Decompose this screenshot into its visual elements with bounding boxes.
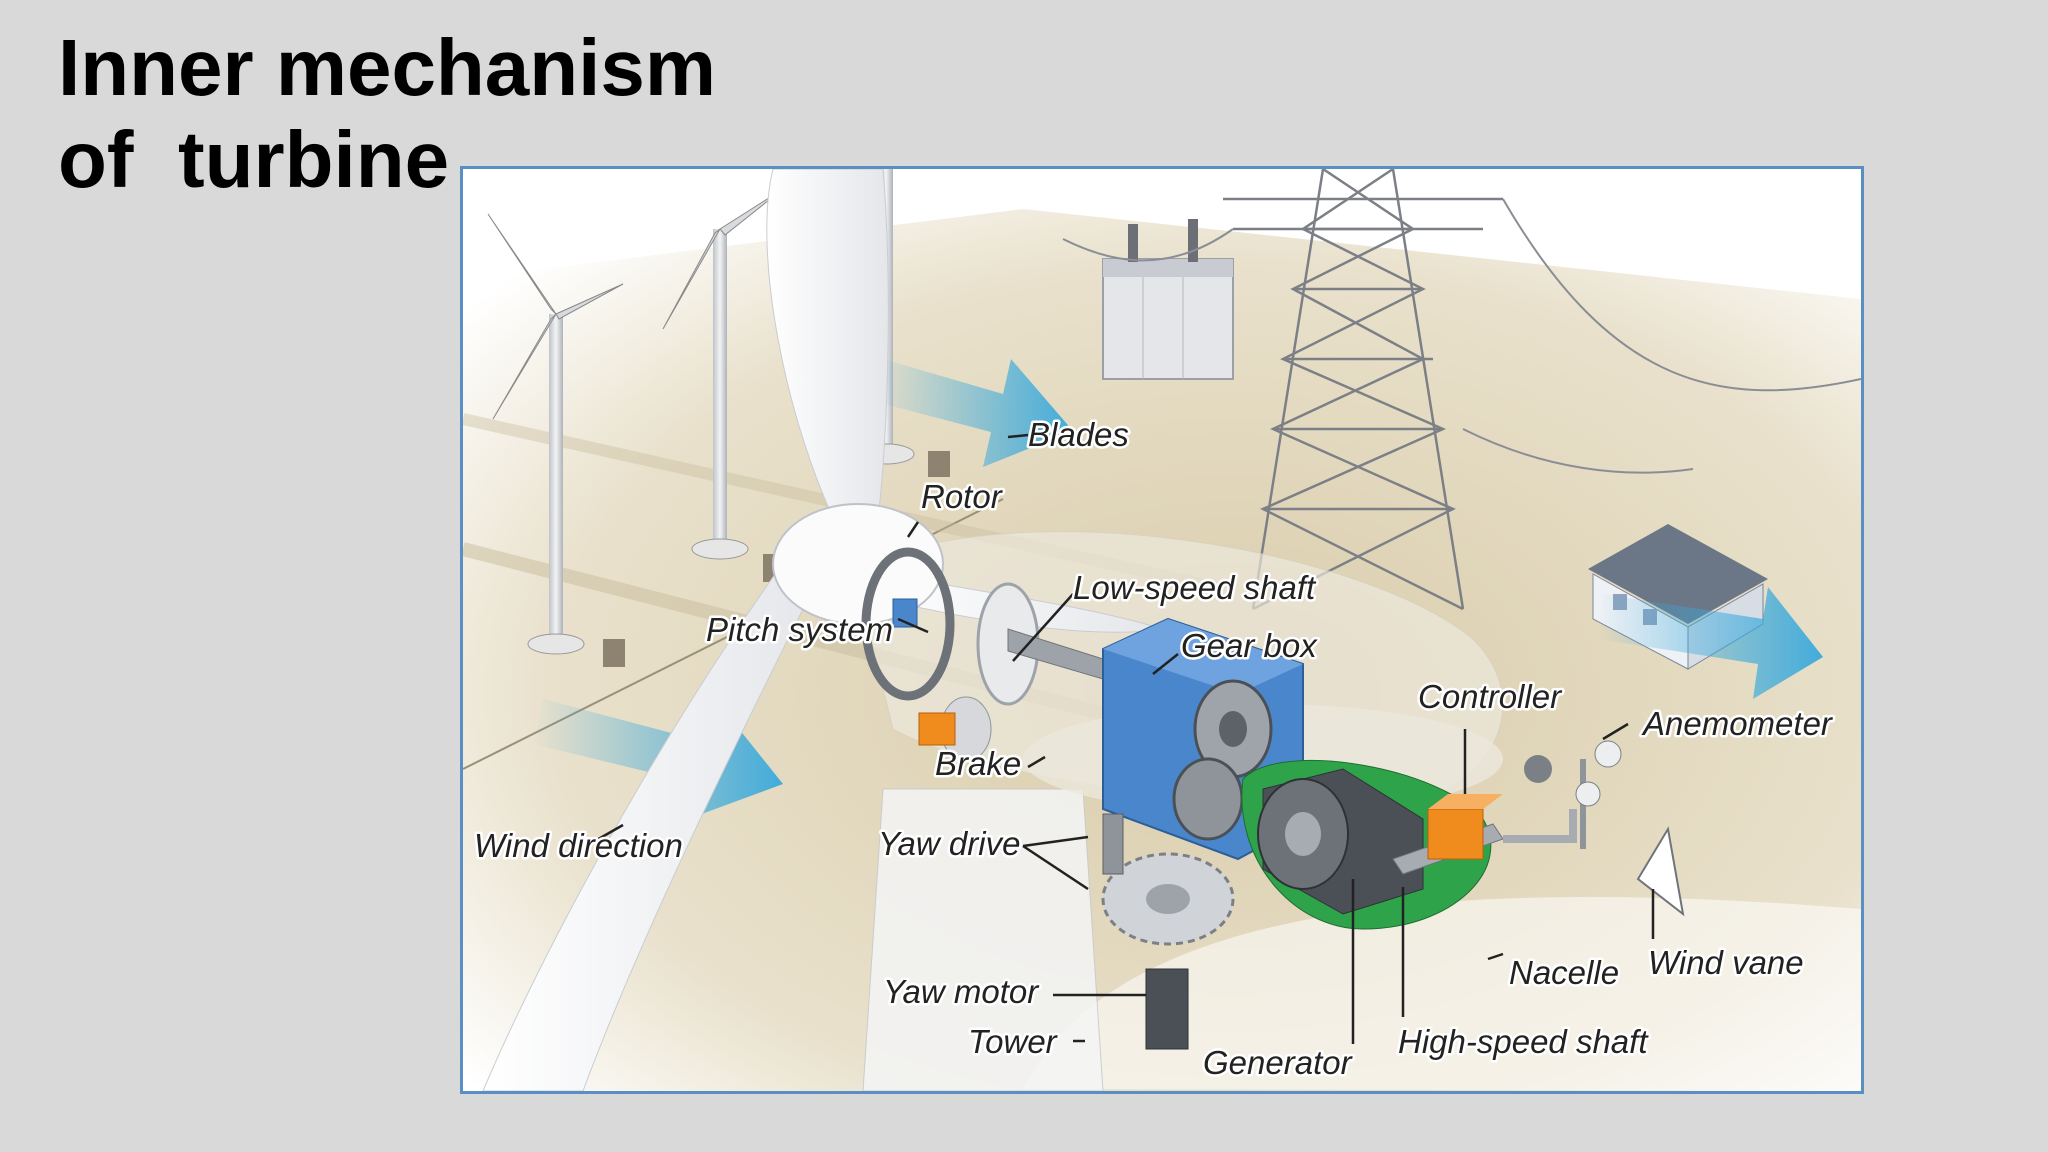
label-low-speed-shaft: Low-speed shaft (1073, 569, 1317, 606)
yaw-motor (1145, 968, 1189, 1050)
brake-caliper (918, 712, 956, 746)
wind-vane (1636, 826, 1685, 917)
slide-title: Inner mechanism of turbine (58, 22, 716, 206)
wind-arrow-to-substation (873, 359, 1073, 467)
slide-title-line-2: of turbine (58, 115, 450, 204)
label-pitch-system: Pitch system (706, 611, 893, 648)
slide-title-line-1: Inner mechanism (58, 23, 717, 112)
label-yaw-drive: Yaw drive (878, 825, 1020, 862)
label-blades: Blades (1028, 416, 1129, 453)
label-wind-direction: Wind direction (474, 827, 683, 864)
yaw-drive-gear (1101, 852, 1235, 946)
foreground-haze (1023, 897, 1861, 1091)
label-brake: Brake (935, 745, 1021, 782)
power-line-3 (1462, 428, 1694, 474)
hub (772, 503, 944, 625)
label-nacelle: Nacelle (1509, 954, 1619, 991)
turbine-illustration: Blades Rotor Pitch system Low-speed shaf… (463, 169, 1861, 1091)
blade-bottom (482, 548, 824, 1091)
label-rotor: Rotor (921, 478, 1004, 515)
turbine-diagram: Blades Rotor Pitch system Low-speed shaf… (460, 166, 1864, 1094)
label-anemometer: Anemometer (1641, 705, 1834, 742)
anemometer (1524, 740, 1622, 849)
label-yaw-motor: Yaw motor (883, 973, 1040, 1010)
blade-top (766, 169, 889, 545)
transformer (1102, 219, 1234, 380)
label-generator: Generator (1203, 1044, 1354, 1081)
generator (1257, 768, 1424, 915)
sensor-mast (1503, 809, 1577, 843)
background-turbine-1 (487, 213, 625, 667)
label-gear-box: Gear box (1181, 627, 1318, 664)
transmission-tower (1223, 169, 1503, 611)
label-tower: Tower (968, 1023, 1059, 1060)
controller-box (1427, 794, 1503, 860)
label-high-speed-shaft: High-speed shaft (1398, 1023, 1649, 1060)
rotor-ring (861, 547, 955, 701)
power-line (1062, 228, 1234, 262)
yaw-drive-pinion (1102, 813, 1124, 875)
main-tower (862, 788, 1104, 1091)
label-wind-vane: Wind vane (1648, 944, 1804, 981)
power-line-2 (1502, 198, 1861, 392)
label-controller: Controller (1418, 678, 1563, 715)
leader-lines (587, 433, 1655, 1044)
wind-arrow-to-house (1598, 587, 1823, 699)
